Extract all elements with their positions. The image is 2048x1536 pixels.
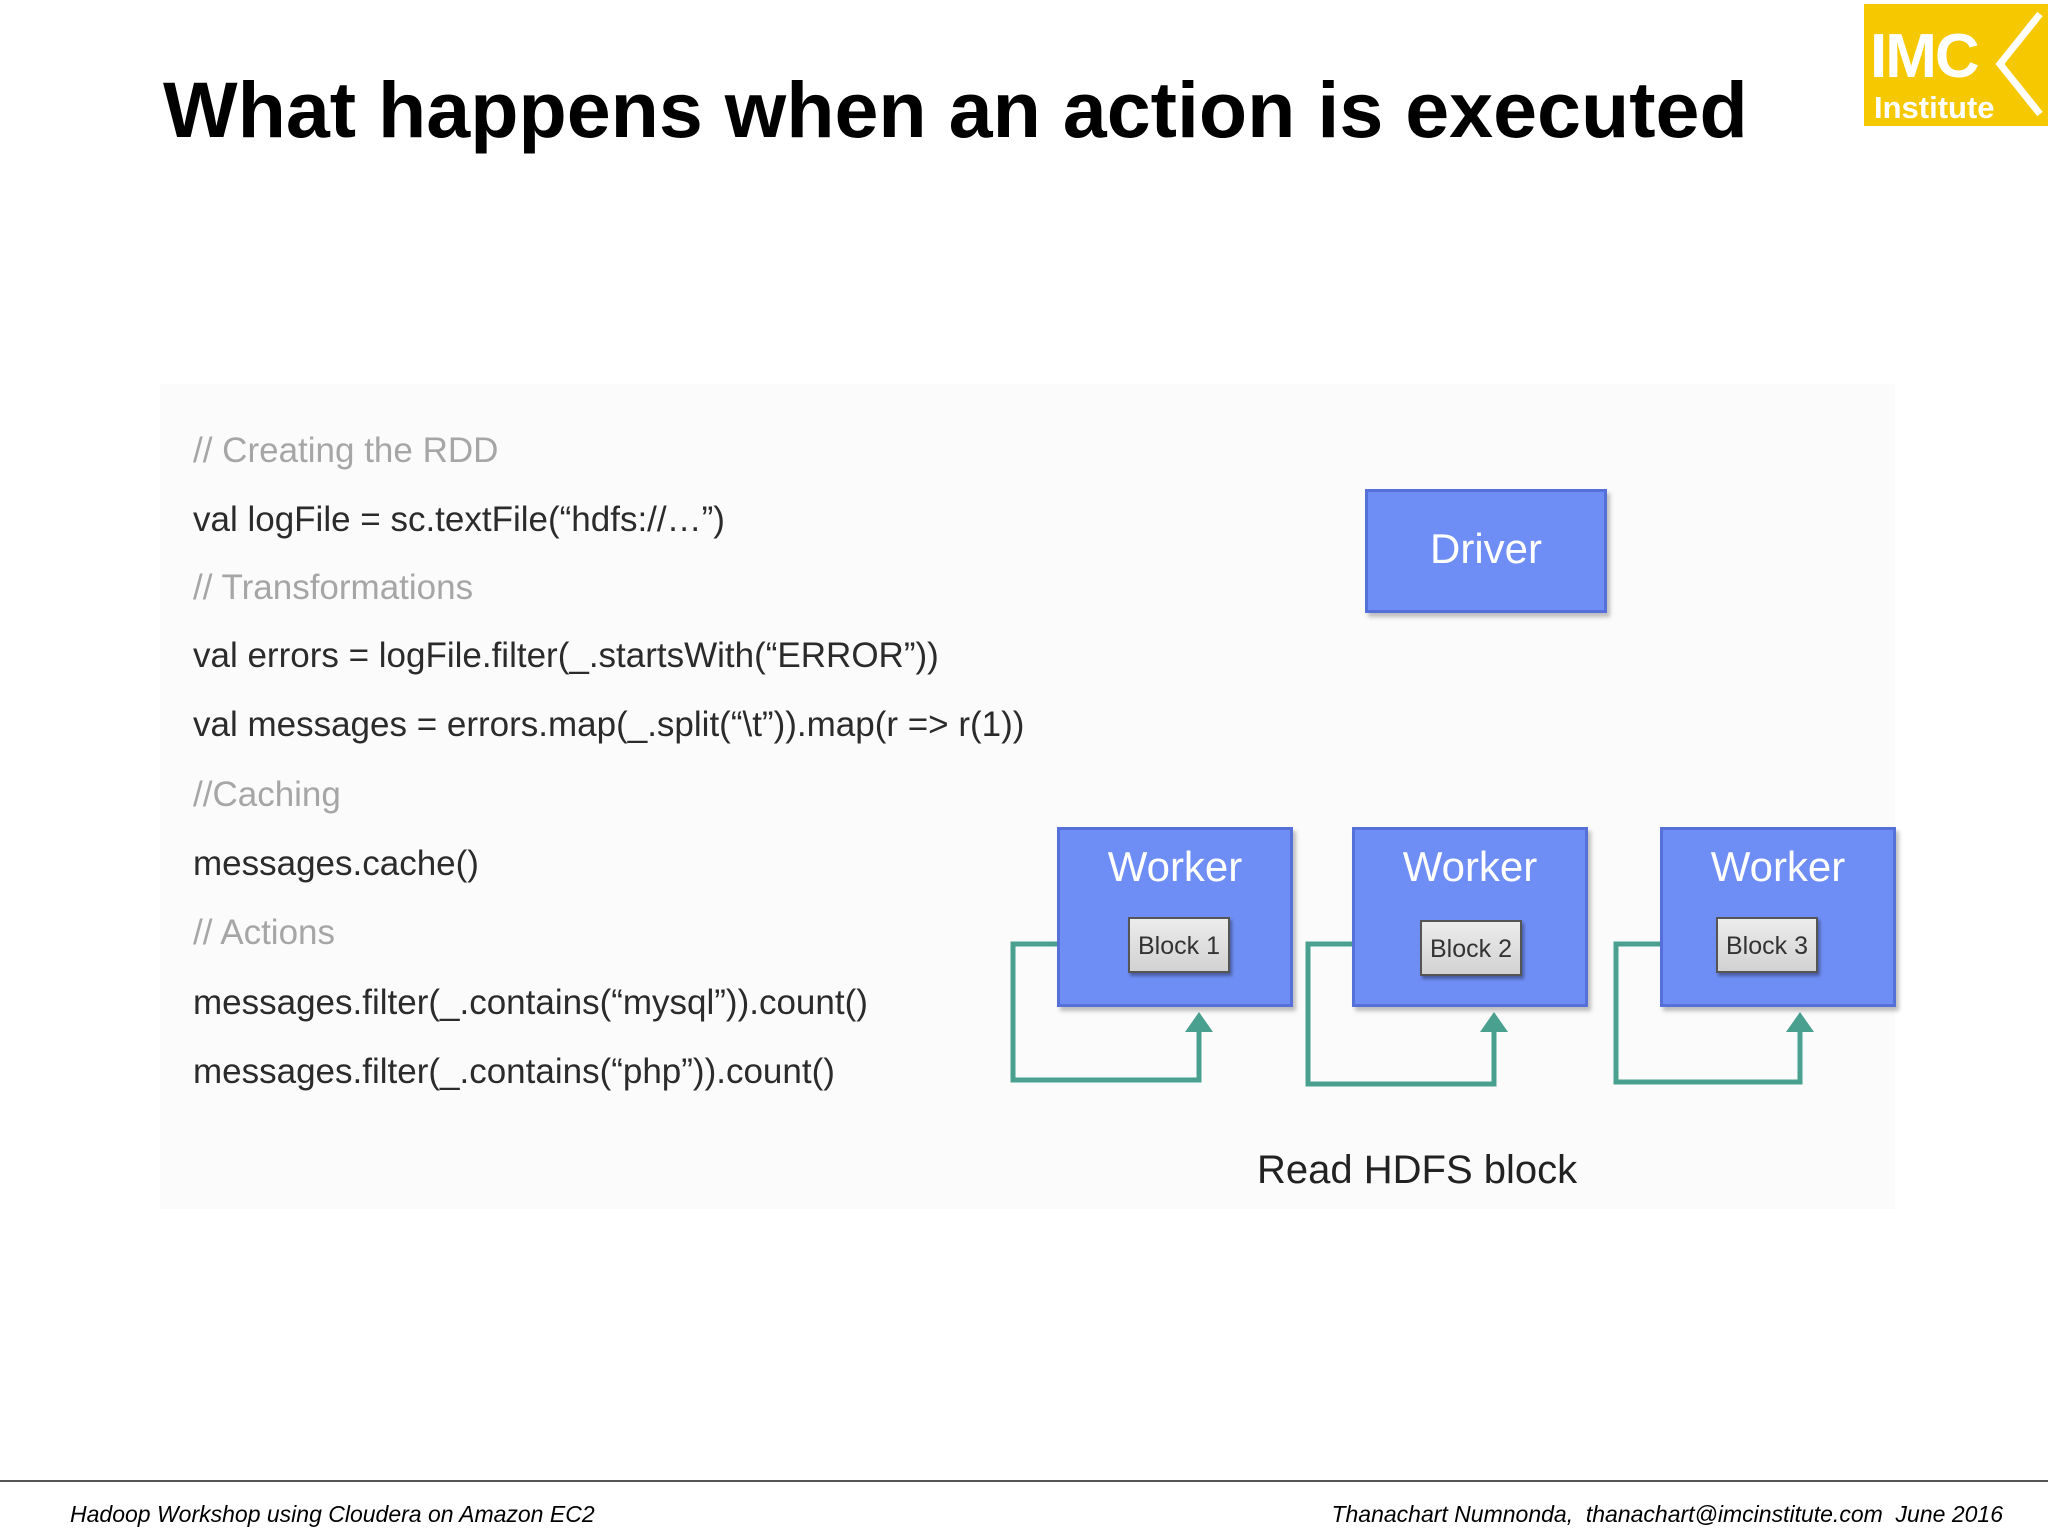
code-comment-actions: // Actions xyxy=(193,913,336,952)
code-comment-creating-rdd: // Creating the RDD xyxy=(193,431,499,470)
worker-node-2: Worker xyxy=(1352,827,1588,1007)
block-1: Block 1 xyxy=(1128,917,1230,973)
imc-institute-logo: IMC Institute xyxy=(1864,4,2048,126)
slide-title: What happens when an action is executed xyxy=(163,65,1748,154)
block-label: Block 2 xyxy=(1430,935,1512,963)
code-comment-transformations: // Transformations xyxy=(193,568,474,607)
code-line-count-php: messages.filter(_.contains(“php”)).count… xyxy=(193,1052,835,1091)
driver-label: Driver xyxy=(1430,525,1542,572)
code-line-count-mysql: messages.filter(_.contains(“mysql”)).cou… xyxy=(193,983,868,1022)
block-label: Block 1 xyxy=(1138,932,1220,960)
logo-chevron-icon xyxy=(1995,11,2043,117)
read-hdfs-block-label: Read HDFS block xyxy=(1257,1148,1578,1192)
footer-divider xyxy=(0,1480,2048,1482)
worker-label: Worker xyxy=(1402,843,1538,890)
code-line-cache: messages.cache() xyxy=(193,844,479,883)
block-2: Block 2 xyxy=(1420,920,1522,976)
code-line-logfile: val logFile = sc.textFile(“hdfs://…”) xyxy=(193,500,725,539)
worker-label: Worker xyxy=(1710,843,1846,890)
code-line-messages: val messages = errors.map(_.split(“\t”))… xyxy=(193,705,1025,744)
logo-text-institute: Institute xyxy=(1874,90,1995,125)
driver-node: Driver xyxy=(1365,489,1607,613)
footer-author-info: Thanachart Numnonda, thanachart@imcinsti… xyxy=(1331,1501,2003,1527)
code-line-errors: val errors = logFile.filter(_.startsWith… xyxy=(193,636,939,675)
worker-label: Worker xyxy=(1107,843,1243,890)
block-3: Block 3 xyxy=(1716,917,1818,973)
code-comment-caching: //Caching xyxy=(193,775,341,814)
logo-text-imc: IMC xyxy=(1870,22,1980,91)
footer-workshop-title: Hadoop Workshop using Cloudera on Amazon… xyxy=(70,1501,595,1527)
block-label: Block 3 xyxy=(1726,932,1808,960)
